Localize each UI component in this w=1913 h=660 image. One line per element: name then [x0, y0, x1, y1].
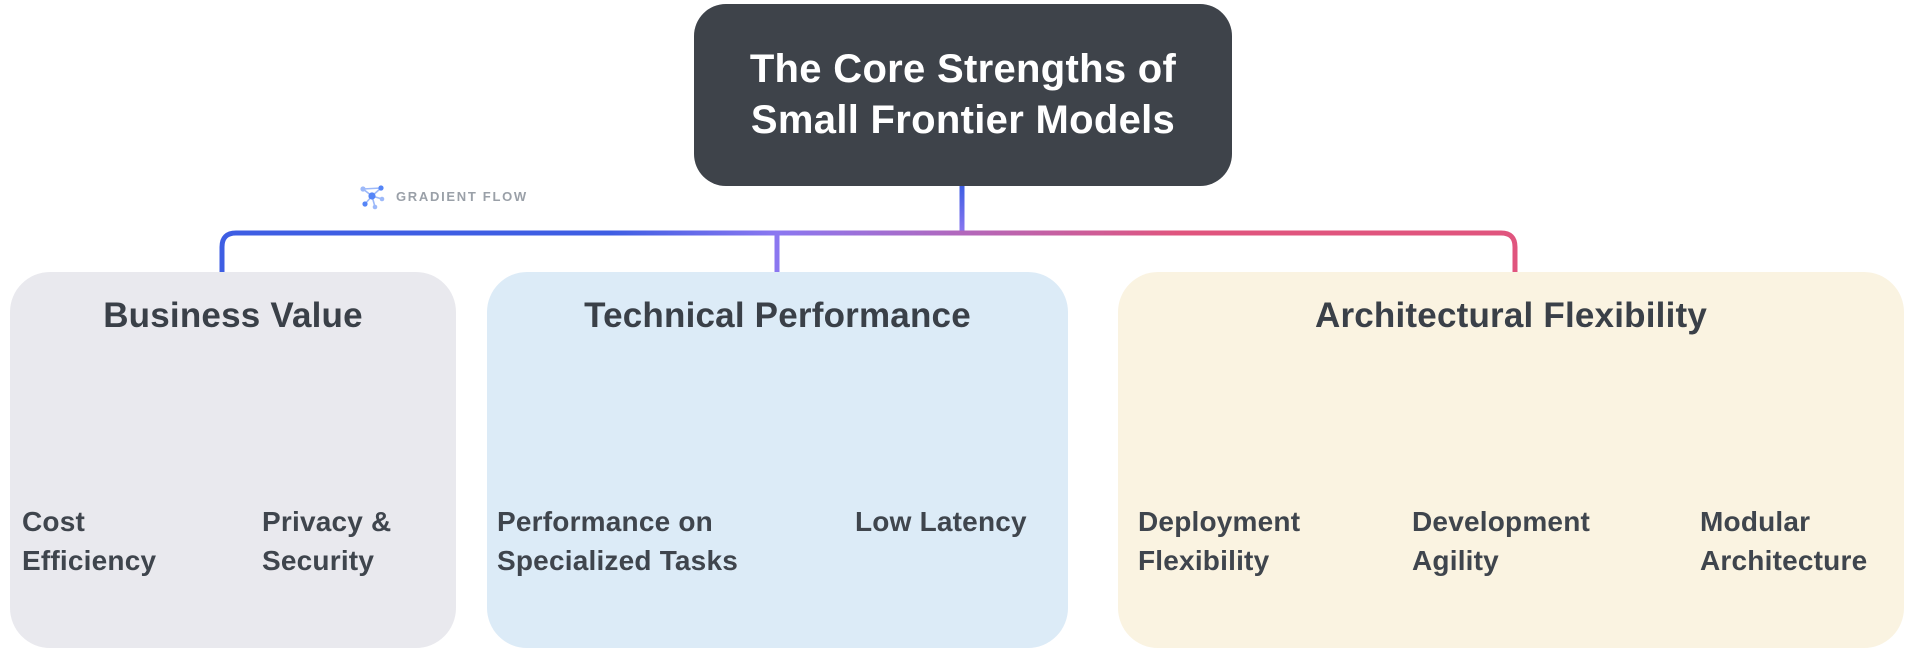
network-nodes-icon: [360, 185, 385, 210]
root-title-line-2: Small Frontier Models: [750, 98, 1176, 142]
root-node: The Core Strengths of Small Frontier Mod…: [694, 4, 1232, 186]
child-deployment-flexibility: Deployment Flexibility: [1138, 502, 1300, 580]
child-label-line: Efficiency: [22, 545, 157, 576]
child-label-line: Deployment: [1138, 506, 1301, 537]
child-label-line: Modular: [1700, 506, 1811, 537]
child-privacy-security: Privacy & Security: [262, 502, 391, 580]
child-label-line: Specialized Tasks: [497, 545, 739, 576]
connector-branches: [219, 230, 1518, 275]
child-label-line: Flexibility: [1138, 545, 1270, 576]
child-label-line: Development: [1412, 506, 1591, 537]
child-label-line: Low Latency: [855, 506, 1027, 537]
child-label-line: Privacy &: [262, 506, 392, 537]
gradient-flow-logo: GRADIENT FLOW: [356, 180, 528, 212]
child-label-line: Architecture: [1700, 545, 1868, 576]
child-label-line: Cost: [22, 506, 86, 537]
child-low-latency: Low Latency: [855, 502, 1027, 541]
child-label-line: Performance on: [497, 506, 713, 537]
child-label-line: Agility: [1412, 545, 1499, 576]
branch-card-business-value: Business Value: [10, 272, 456, 648]
branch-title-architectural-flexibility: Architectural Flexibility: [1314, 296, 1708, 335]
child-cost-efficiency: Cost Efficiency: [22, 502, 156, 580]
root-title-line-1: The Core Strengths of: [749, 47, 1177, 91]
branch-title-business-value: Business Value: [103, 296, 363, 335]
child-modular-architecture: Modular Architecture: [1700, 502, 1867, 580]
child-performance-specialized-tasks: Performance on Specialized Tasks: [497, 502, 738, 580]
gradient-flow-label: GRADIENT FLOW: [396, 188, 528, 204]
child-development-agility: Development Agility: [1412, 502, 1590, 580]
branch-card-technical-performance: Technical Performance: [487, 272, 1068, 648]
branch-card-architectural-flexibility: Architectural Flexibility: [1118, 272, 1904, 648]
child-label-line: Security: [262, 545, 375, 576]
branch-title-technical-performance: Technical Performance: [584, 296, 971, 335]
